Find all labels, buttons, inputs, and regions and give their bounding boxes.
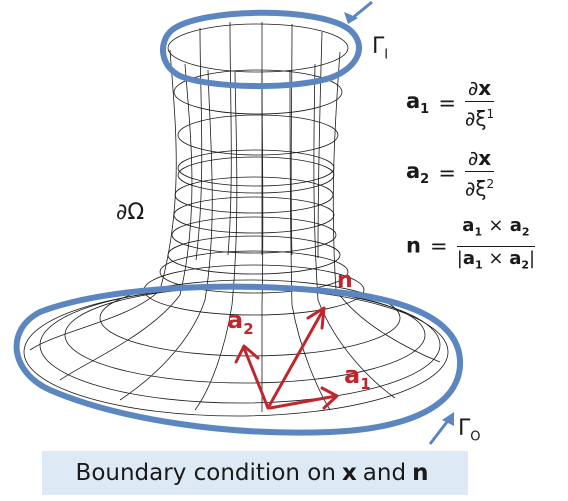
- a1-vector-arrow: [268, 394, 338, 410]
- mesh-line: [195, 27, 203, 261]
- mesh-line: [317, 31, 323, 259]
- a2-vector-arrow: [242, 346, 270, 410]
- outlet-pointer-arrowhead: [442, 412, 454, 426]
- normal-vector-arrowhead: [306, 306, 326, 330]
- a1-vector-label: a1: [344, 361, 371, 393]
- mesh-ring: [171, 216, 337, 254]
- outlet-pointer-arrow: [428, 417, 452, 445]
- mesh-line: [227, 21, 232, 256]
- mesh-ring: [177, 114, 339, 156]
- mesh-line: [29, 49, 177, 351]
- boundary-condition-caption: Boundary condition on x and n: [42, 451, 468, 495]
- equation-a2: a2 = ∂x ∂ξ2: [406, 146, 495, 201]
- mesh-line: [332, 51, 441, 363]
- caption-x: x: [341, 460, 357, 486]
- mesh-ring: [173, 196, 335, 234]
- mesh-ring: [159, 250, 349, 294]
- equation-n: n = a1 × a2 |a1 × a2|: [406, 215, 536, 272]
- frame-vectors: [234, 306, 339, 410]
- caption-middle: and: [362, 460, 407, 486]
- mesh-ring: [167, 235, 341, 275]
- inlet-pointer-arrowhead: [344, 12, 358, 24]
- mesh-ring: [177, 156, 335, 194]
- mesh-line: [194, 71, 238, 411]
- surface-mesh: [23, 21, 449, 417]
- outlet-rim: [13, 283, 464, 436]
- mesh-line: [313, 63, 396, 399]
- a2-vector-arrowhead: [234, 344, 260, 364]
- n-vector-label: n: [337, 268, 353, 293]
- mesh-ring: [167, 23, 349, 73]
- mesh-ring: [174, 176, 334, 214]
- caption-prefix: Boundary condition on: [75, 460, 336, 486]
- a1-vector-arrowhead: [320, 386, 339, 410]
- mesh-line: [289, 69, 331, 411]
- boundary-omega-label: ∂Ω: [116, 200, 145, 225]
- gamma-inlet-label: ΓI: [372, 34, 389, 63]
- mesh-ring: [99, 279, 401, 357]
- gamma-outlet-label: ΓO: [458, 416, 481, 445]
- mesh-ring: [173, 69, 343, 115]
- inlet-rim: [159, 9, 363, 90]
- caption-n: n: [412, 460, 429, 486]
- equation-a1: a1 = ∂x ∂ξ1: [406, 76, 495, 131]
- normal-vector-arrow: [266, 310, 324, 410]
- a2-vector-label: a2: [227, 306, 254, 338]
- mesh-line: [290, 23, 293, 256]
